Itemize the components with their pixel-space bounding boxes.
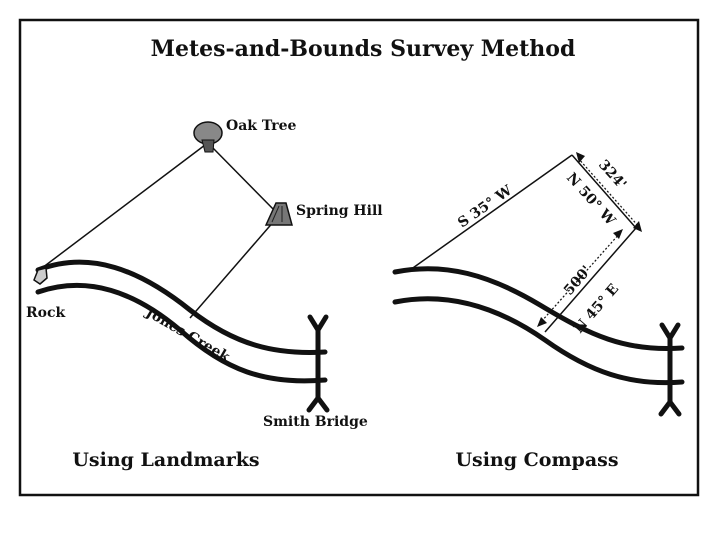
arrowhead-324-bottom xyxy=(633,221,642,232)
caption-compass: Using Compass xyxy=(455,449,618,471)
survey-line-n45e xyxy=(544,227,637,333)
arrowhead-500-bottom xyxy=(537,317,547,327)
bridge-icon xyxy=(306,314,330,413)
hill-icon xyxy=(264,202,293,226)
creek-upper-bank-right xyxy=(392,266,685,352)
creek-lower-bank-right xyxy=(392,296,685,386)
label-spring-hill: Spring Hill xyxy=(296,203,383,219)
bridge-icon-right xyxy=(658,322,682,417)
arrowhead-500-top xyxy=(613,229,623,239)
label-bridge: Smith Bridge xyxy=(263,414,368,430)
survey-line-hill-to-creek xyxy=(189,219,276,319)
diagram-border xyxy=(18,18,700,497)
survey-line-rock-to-oak xyxy=(41,144,206,269)
survey-line-oak-to-hill xyxy=(209,144,278,214)
creek-lower-bank-left xyxy=(35,283,328,384)
arrowhead-324-top xyxy=(576,152,585,163)
dimension-line-324 xyxy=(577,157,641,229)
caption-landmarks: Using Landmarks xyxy=(72,449,259,471)
label-rock: Rock xyxy=(26,305,65,321)
creek-upper-bank-left xyxy=(35,259,328,355)
survey-line-s35w xyxy=(409,154,573,271)
rock-icon xyxy=(33,267,48,285)
survey-line-n50w xyxy=(571,154,637,229)
diagram-title: Metes-and-Bounds Survey Method xyxy=(151,36,576,62)
label-oak-tree: Oak Tree xyxy=(226,118,297,134)
oak-tree-icon xyxy=(193,121,223,153)
